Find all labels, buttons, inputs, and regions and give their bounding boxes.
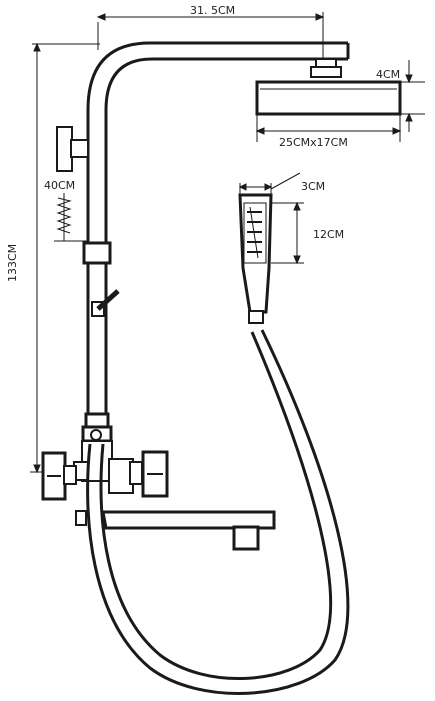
right-handle[interactable] (141, 450, 169, 498)
handset-width-label: 3CM (301, 180, 325, 193)
bracket-height-label: 40CM (44, 179, 75, 192)
arm-length-dimension: 31. 5CM (96, 4, 325, 60)
riser-pipe (86, 41, 350, 415)
head-size-dimension: 25CMx17CM (255, 114, 402, 149)
left-handle[interactable] (41, 451, 77, 501)
mixer-body (73, 440, 143, 526)
handset-length-label: 12CM (313, 228, 344, 241)
arm-length-label: 31. 5CM (190, 4, 235, 17)
rain-shower-head (255, 80, 402, 116)
head-thickness-dimension: 4CM (376, 60, 425, 132)
diverter-lever (91, 289, 120, 317)
total-height-label: 133CM (6, 244, 19, 282)
wall-bracket: 40CM (44, 126, 89, 242)
hand-shower[interactable] (238, 193, 273, 324)
handset-width-dimension: 3CM (238, 172, 325, 195)
bath-spout (101, 510, 276, 551)
handset-length-dimension: 12CM (271, 201, 344, 265)
slide-holder (82, 241, 112, 265)
lower-coupling (81, 412, 113, 443)
shower-hose (86, 329, 350, 695)
head-thickness-label: 4CM (376, 68, 400, 81)
shower-head-connector (310, 58, 342, 78)
head-size-label: 25CMx17CM (279, 136, 348, 149)
total-height-dimension: 133CM (6, 42, 100, 474)
